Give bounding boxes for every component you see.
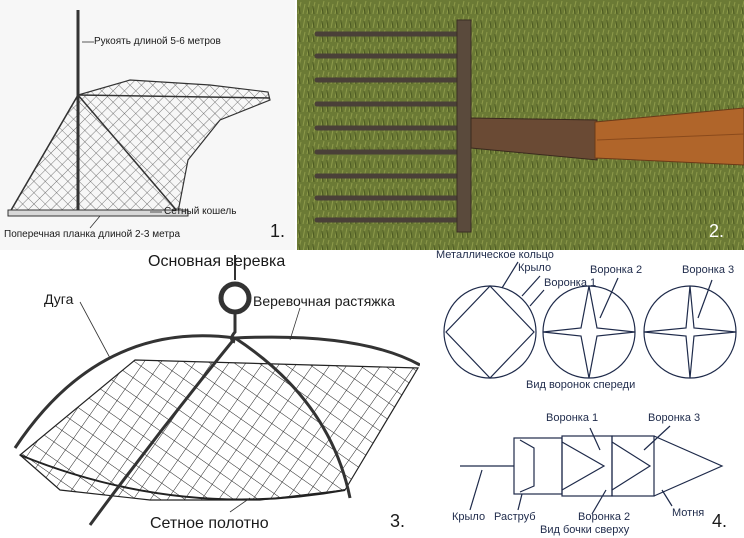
front-view-circle-1 <box>443 285 537 379</box>
funnel1-front-label: Воронка 1 <box>544 277 597 289</box>
funnel3-top-label: Воронка 3 <box>648 412 701 424</box>
panel-number-2: 2. <box>709 221 725 241</box>
crossbar-label: Поперечная планка длиной 2-3 метра <box>4 229 181 240</box>
ring <box>218 281 252 315</box>
wing-bottom-label: Крыло <box>452 511 486 523</box>
rope-stretch-label: Веревочная растяжка <box>253 293 395 309</box>
top-view-funnel-1 <box>561 441 606 491</box>
funnel2-top-label: Воронка 2 <box>578 511 631 523</box>
lift-net-drawing <box>13 255 420 526</box>
arc-4 <box>234 336 352 499</box>
wing-top-label: Крыло <box>518 262 552 274</box>
rake-socket <box>470 117 598 161</box>
metal-ring-label: Металлическое кольцо <box>436 250 554 261</box>
net-bag-label: Сетный кошель <box>164 206 237 217</box>
trap-barrel-drawing <box>443 261 737 515</box>
raструб-label: Раструб <box>494 511 536 523</box>
top-view-cod-end <box>653 435 724 497</box>
cod-end-label: Мотня <box>672 507 705 519</box>
wooden-handle <box>594 107 744 166</box>
front-view-label: Вид воронок спереди <box>526 379 636 391</box>
top-view-label: Вид бочки сверху <box>540 524 630 536</box>
panel-rake-photo: 2. <box>297 0 744 250</box>
top-view-section-2 <box>611 435 655 497</box>
arc-label: Дуга <box>44 291 74 307</box>
panel-pole-net: Рукоять длиной 5-6 метров Сетный кошель … <box>0 0 295 250</box>
front-view-funnel-2 <box>542 285 636 379</box>
top-view-raструб <box>513 437 563 495</box>
main-rope-label: Основная веревка <box>148 253 286 270</box>
top-view-funnel-2 <box>611 441 652 491</box>
arc-1 <box>13 334 236 449</box>
arc-2 <box>234 335 420 367</box>
panel-number-1: 1. <box>270 221 286 241</box>
funnel1-top-label: Воронка 1 <box>546 412 599 424</box>
front-view-circle-2 <box>542 285 636 379</box>
handle-label: Рукоять длиной 5-6 метров <box>94 36 221 47</box>
panel-trap-barrel: Металлическое кольцо Крыло Воронка 1 Вор… <box>422 250 744 538</box>
front-view-funnel-3 <box>643 285 737 379</box>
front-view-diamond-1 <box>445 285 535 379</box>
funnel3-front-label: Воронка 3 <box>682 264 735 276</box>
rake-head-bar <box>456 19 472 233</box>
front-view-circle-3 <box>643 285 737 379</box>
pole-net-drawing <box>7 10 271 229</box>
rake-tines <box>314 31 465 223</box>
net-fabric-shape <box>19 359 420 501</box>
panel-lift-net: Основная веревка Дуга Веревочная растяжк… <box>0 250 420 538</box>
funnel2-front-label: Воронка 2 <box>590 264 643 276</box>
panel-number-3: 3. <box>390 511 406 531</box>
crossbar <box>7 209 189 217</box>
net-fabric-label: Сетное полотно <box>150 515 269 532</box>
panel-number-4: 4. <box>712 511 728 531</box>
rake-photo <box>297 0 744 250</box>
arc-3 <box>88 337 237 526</box>
